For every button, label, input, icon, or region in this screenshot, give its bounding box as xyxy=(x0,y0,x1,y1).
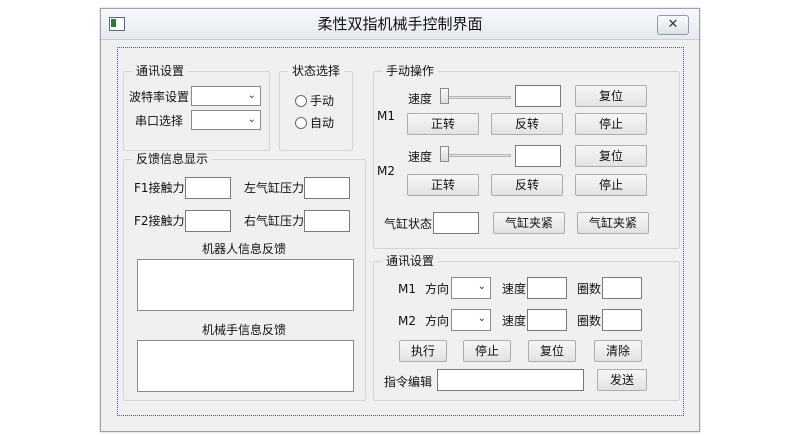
feedback-title: 反馈信息显示 xyxy=(132,151,213,167)
app-icon xyxy=(109,17,125,31)
hand-feedback-area[interactable] xyxy=(137,340,354,392)
f2-force-field[interactable] xyxy=(185,210,231,232)
cmd-m2-speed-label: 速度 xyxy=(502,314,527,328)
m2-reverse-button[interactable]: 反转 xyxy=(491,174,563,196)
robot-feedback-label: 机器人信息反馈 xyxy=(202,242,287,256)
client-area xyxy=(117,47,684,416)
manual-radio-label: 手动 xyxy=(310,94,335,108)
cylinder-clamp-button-2[interactable]: 气缸夹紧 xyxy=(577,212,649,234)
m1-speed-slider[interactable] xyxy=(441,96,511,99)
state-select-title: 状态选择 xyxy=(288,63,345,79)
m2-speed-field[interactable] xyxy=(515,145,561,167)
m1-speed-label: 速度 xyxy=(408,92,433,106)
state-select-group: 状态选择 xyxy=(279,63,353,151)
cmd-m1-direction-label: 方向 xyxy=(425,282,450,296)
cmd-m2-direction-label: 方向 xyxy=(425,314,450,328)
cylinder-clamp-button-1[interactable]: 气缸夹紧 xyxy=(493,212,565,234)
cylinder-state-label: 气缸状态 xyxy=(384,217,433,231)
cmd-m1-label: M1 xyxy=(398,282,416,296)
m1-speed-slider-thumb[interactable] xyxy=(440,88,449,104)
hand-feedback-label: 机械手信息反馈 xyxy=(202,323,287,337)
serial-port-select[interactable]: ⌄ xyxy=(191,110,261,130)
f2-force-label: F2接触力 xyxy=(134,214,185,228)
baud-rate-select[interactable]: ⌄ xyxy=(191,86,261,106)
window-title: 柔性双指机械手控制界面 xyxy=(317,15,483,33)
m2-speed-slider-thumb[interactable] xyxy=(440,146,449,162)
cmd-reset-button[interactable]: 复位 xyxy=(528,340,576,362)
m1-reset-button[interactable]: 复位 xyxy=(575,85,647,107)
chevron-down-icon: ⌄ xyxy=(477,281,486,292)
cmd-m1-turns-label: 圈数 xyxy=(577,282,602,296)
feedback-group: 反馈信息显示 xyxy=(123,151,366,401)
command-group-title: 通讯设置 xyxy=(382,253,439,269)
manual-op-title: 手动操作 xyxy=(382,63,439,79)
cmd-m1-direction-select[interactable]: ⌄ xyxy=(451,277,491,299)
serial-port-label: 串口选择 xyxy=(135,114,184,128)
f1-force-label: F1接触力 xyxy=(134,181,185,195)
m1-speed-field[interactable] xyxy=(515,85,561,107)
m2-stop-button[interactable]: 停止 xyxy=(575,174,647,196)
m2-forward-button[interactable]: 正转 xyxy=(407,174,479,196)
m2-label: M2 xyxy=(377,164,395,178)
cmd-m1-speed-label: 速度 xyxy=(502,282,527,296)
command-group: 通讯设置 xyxy=(373,253,680,401)
left-pressure-label: 左气缸压力 xyxy=(244,181,305,195)
command-edit-label: 指令编辑 xyxy=(384,375,433,389)
comm-settings-title: 通讯设置 xyxy=(132,63,189,79)
clear-button[interactable]: 清除 xyxy=(594,340,642,362)
execute-button[interactable]: 执行 xyxy=(399,340,447,362)
command-edit-input[interactable] xyxy=(437,369,584,391)
m1-forward-button[interactable]: 正转 xyxy=(407,113,479,135)
auto-radio-label: 自动 xyxy=(310,116,335,130)
main-window: 柔性双指机械手控制界面 ✕ 通讯设置 波特率设置 ⌄ 串口选择 ⌄ 状态选择 手… xyxy=(100,8,700,432)
cmd-m2-direction-select[interactable]: ⌄ xyxy=(451,309,491,331)
cmd-m2-label: M2 xyxy=(398,314,416,328)
f1-force-field[interactable] xyxy=(185,177,231,199)
cmd-m1-speed-field[interactable] xyxy=(527,277,567,299)
m1-stop-button[interactable]: 停止 xyxy=(575,113,647,135)
baud-rate-label: 波特率设置 xyxy=(129,90,190,104)
cylinder-state-field[interactable] xyxy=(433,212,479,234)
m2-speed-slider[interactable] xyxy=(441,154,511,157)
manual-op-group: 手动操作 xyxy=(373,63,680,249)
cmd-m2-turns-label: 圈数 xyxy=(577,314,602,328)
chevron-down-icon: ⌄ xyxy=(247,114,256,125)
auto-radio[interactable] xyxy=(295,117,307,129)
cmd-m1-turns-field[interactable] xyxy=(602,277,642,299)
left-pressure-field[interactable] xyxy=(304,177,350,199)
send-button[interactable]: 发送 xyxy=(597,369,647,391)
cmd-stop-button[interactable]: 停止 xyxy=(463,340,511,362)
manual-radio[interactable] xyxy=(295,95,307,107)
close-icon: ✕ xyxy=(667,17,679,32)
m1-reverse-button[interactable]: 反转 xyxy=(491,113,563,135)
cmd-m2-speed-field[interactable] xyxy=(527,309,567,331)
m2-reset-button[interactable]: 复位 xyxy=(575,145,647,167)
comm-settings-group: 通讯设置 xyxy=(123,63,270,151)
right-pressure-field[interactable] xyxy=(304,210,350,232)
m2-speed-label: 速度 xyxy=(408,150,433,164)
chevron-down-icon: ⌄ xyxy=(477,313,486,324)
m1-label: M1 xyxy=(377,109,395,123)
right-pressure-label: 右气缸压力 xyxy=(244,214,305,228)
chevron-down-icon: ⌄ xyxy=(247,90,256,101)
cmd-m2-turns-field[interactable] xyxy=(602,309,642,331)
robot-feedback-area[interactable] xyxy=(137,259,354,311)
close-button[interactable]: ✕ xyxy=(657,15,689,35)
title-bar[interactable]: 柔性双指机械手控制界面 ✕ xyxy=(101,9,699,40)
